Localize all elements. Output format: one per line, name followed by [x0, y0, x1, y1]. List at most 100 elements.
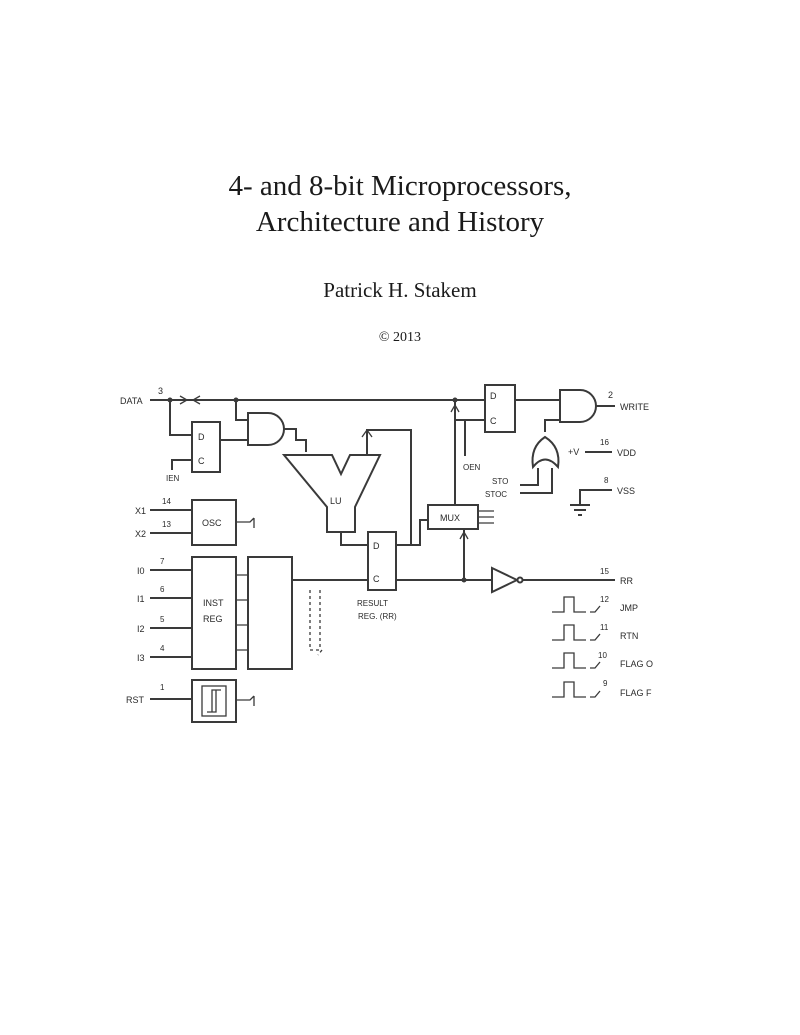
junction-dot — [461, 577, 467, 583]
pin-i1-number: 6 — [160, 585, 165, 594]
pin-flag0-number: 10 — [598, 651, 607, 660]
pin-i0-label: I0 — [137, 566, 145, 576]
book-title-line-1: 4- and 8-bit Microprocessors, — [228, 170, 572, 202]
pin-i1-label: I1 — [137, 594, 145, 604]
result-reg-label-2: REG. (RR) — [358, 612, 397, 621]
sto-label: STO — [492, 477, 508, 486]
inst-reg-outputs — [236, 574, 248, 651]
copyright-notice: © 2013 — [378, 330, 422, 345]
pin-flagf-number: 9 — [603, 679, 608, 688]
result-reg-label-1: RESULT — [357, 599, 388, 608]
mux-inputs — [478, 510, 494, 524]
pin-x1-label: X1 — [135, 506, 146, 516]
ff-out-d-label: D — [490, 391, 497, 401]
mux-label: MUX — [440, 513, 460, 523]
pin-i3-label: I3 — [137, 653, 145, 663]
wire — [454, 400, 485, 421]
rr-d-label: D — [373, 541, 380, 551]
inst-reg-label-1: INST — [203, 598, 224, 608]
rtn-pulse-icon — [552, 624, 586, 641]
wire — [579, 489, 612, 505]
pin-vdd-number: 16 — [600, 438, 609, 447]
pin-jmp-label: JMP — [620, 603, 638, 613]
hysteresis-icon — [207, 689, 221, 713]
jmp-pulse-icon — [552, 596, 586, 613]
pin-write-number: 2 — [608, 390, 613, 400]
pin-i0-number: 7 — [160, 557, 165, 566]
wire — [396, 519, 428, 546]
arrow — [361, 428, 373, 438]
pin-x1-number: 14 — [162, 497, 171, 506]
oen-label: OEN — [463, 463, 481, 472]
output-buffer — [491, 566, 520, 594]
schmitt-inner-box — [201, 685, 227, 717]
inst-reg-label-2: REG — [203, 614, 223, 624]
ground-symbol — [570, 504, 590, 516]
logic-unit — [281, 454, 382, 533]
pin-x2-label: X2 — [135, 529, 146, 539]
pin-i2-label: I2 — [137, 624, 145, 634]
ff-in-c-label: C — [198, 456, 205, 466]
wire — [544, 419, 560, 432]
decoder-outputs — [309, 590, 324, 656]
wire — [340, 532, 368, 546]
instruction-register — [191, 556, 237, 670]
flag0-pulse-icon — [552, 652, 586, 669]
osc-label: OSC — [202, 518, 222, 528]
vdd-label: VDD — [617, 448, 637, 458]
bidirectional-arrow — [179, 395, 201, 405]
or-gate — [531, 435, 560, 470]
pin-rtn-number: 11 — [600, 623, 609, 632]
wire — [169, 400, 192, 436]
pin-jmp-number: 12 — [600, 595, 609, 604]
pin-vss-number: 8 — [604, 476, 609, 485]
stoc-label: STOC — [485, 490, 507, 499]
input-flip-flop — [191, 421, 221, 473]
instruction-decoder — [247, 556, 293, 670]
author-name: Patrick H. Stakem — [323, 278, 477, 302]
reset-output — [236, 695, 255, 706]
pin-i2-number: 5 — [160, 615, 165, 624]
wire — [590, 690, 601, 698]
pin-rst-label: RST — [126, 695, 145, 705]
wire — [366, 429, 412, 545]
vdd-plus-label: +V — [568, 447, 579, 457]
book-title-line-2: Architecture and History — [255, 206, 545, 238]
wire — [590, 605, 601, 613]
wire — [235, 400, 248, 421]
pin-x2-number: 13 — [162, 520, 171, 529]
pin-flag0-label: FLAG O — [620, 659, 653, 669]
arrow — [459, 530, 469, 540]
wire — [520, 468, 539, 486]
mux-block — [427, 504, 479, 530]
arrow — [450, 403, 460, 413]
reset-schmitt-trigger — [191, 679, 237, 723]
ff-out-c-label: C — [490, 416, 497, 426]
ff-in-d-label: D — [198, 432, 205, 442]
buffer-bubble — [516, 576, 524, 584]
pin-write-label: WRITE — [620, 402, 649, 412]
pin-rtn-label: RTN — [620, 631, 638, 641]
result-register — [367, 531, 397, 591]
pin-data-label: DATA — [120, 396, 143, 406]
pin-flagf-label: FLAG F — [620, 688, 652, 698]
lu-label: LU — [330, 496, 342, 506]
wire — [171, 459, 192, 470]
pin-rr-number: 15 — [600, 567, 609, 576]
wire — [590, 633, 601, 641]
pin-i3-number: 4 — [160, 644, 165, 653]
pin-rst-number: 1 — [160, 683, 165, 692]
rr-c-label: C — [373, 574, 380, 584]
pin-rr-label: RR — [620, 576, 633, 586]
and-gate-write — [559, 389, 597, 423]
pin-data-number: 3 — [158, 386, 163, 396]
and-gate-input — [247, 412, 285, 446]
wire — [520, 468, 553, 494]
flagf-pulse-icon — [552, 681, 586, 698]
wire — [590, 661, 601, 669]
wire — [284, 428, 307, 452]
output-flip-flop — [484, 384, 516, 433]
clock-output — [236, 517, 255, 528]
vss-label: VSS — [617, 486, 635, 496]
